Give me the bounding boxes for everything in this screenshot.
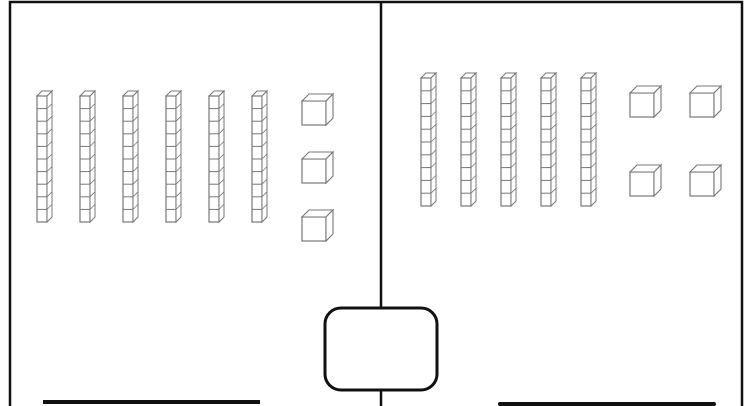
tens-rod (581, 73, 596, 206)
tens-rod (37, 91, 52, 222)
tens-rod (123, 91, 138, 222)
tens-rod (80, 91, 95, 222)
tens-rod (421, 73, 436, 206)
tens-rod (501, 73, 516, 206)
ones-cube (630, 165, 661, 196)
tens-rod (461, 73, 476, 206)
tens-rod (166, 91, 181, 222)
tens-rod (541, 73, 556, 206)
right-panel-base-ten-blocks (421, 73, 721, 206)
answer-line-right[interactable] (498, 402, 716, 406)
ones-cube (630, 86, 661, 117)
ones-cube (302, 210, 333, 241)
tens-rod (252, 91, 267, 222)
ones-cube (690, 86, 721, 117)
ones-cube (302, 152, 333, 183)
compare-box[interactable] (325, 308, 437, 390)
answer-line-left[interactable] (43, 400, 260, 404)
ones-cube (690, 165, 721, 196)
tens-rod (209, 91, 224, 222)
left-panel-base-ten-blocks (37, 91, 333, 241)
ones-cube (302, 94, 333, 125)
